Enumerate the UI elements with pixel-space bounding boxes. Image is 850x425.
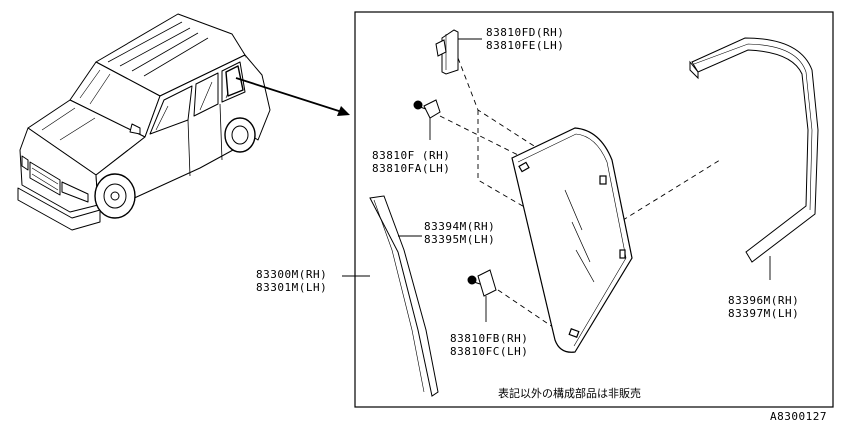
leader-lines [342,38,771,322]
label-glass-rh: 83300M(RH) [256,268,328,281]
label-pillar-moulding-lh: 83395M(LH) [424,233,496,246]
label-clip-upper-rh: 83810FD(RH) [486,26,565,39]
label-clip-mid-lh: 83810FA(LH) [372,162,451,175]
clip-upper-part [435,29,459,75]
label-clip-lower-lh: 83810FC(LH) [450,345,529,358]
not-sold-note: 表記以外の構成部品は非販売 [498,387,641,400]
quarter-glass-part [511,127,633,353]
label-weatherstrip-lh: 83397M(LH) [728,307,800,320]
label-pillar-moulding-rh: 83394M(RH) [424,220,496,233]
pillar-moulding-part [369,195,439,397]
diagram-id: A8300127 [770,410,827,423]
label-clip-upper-lh: 83810FE(LH) [486,39,565,52]
label-clip-lower-rh: 83810FB(RH) [450,332,529,345]
clip-mid-part [413,99,441,119]
weatherstrip-part [689,37,819,263]
vehicle-illustration [17,13,271,231]
detail-frame [354,11,834,408]
label-weatherstrip-rh: 83396M(RH) [728,294,800,307]
clip-lower-part [467,269,497,297]
label-clip-mid-rh: 83810F (RH) [372,149,451,162]
label-glass-lh: 83301M(LH) [256,281,328,294]
pointer-arrow [235,77,350,116]
